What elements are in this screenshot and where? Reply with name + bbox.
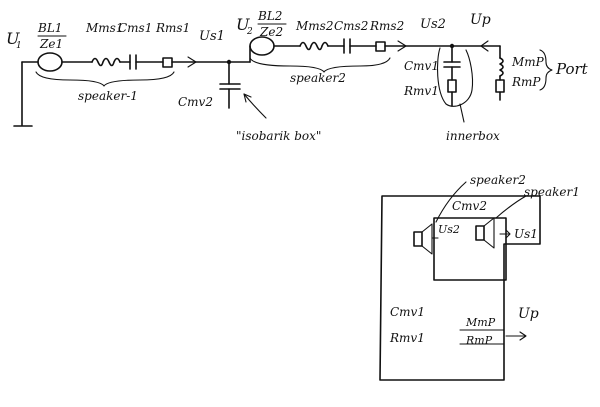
speaker1-driver: [475, 225, 485, 241]
pointer-speaker1: [495, 195, 527, 219]
box-label-cmv2: Cmv2: [452, 199, 487, 213]
speaker2-brace: [249, 57, 391, 73]
box-label-cmv1: Cmv1: [390, 305, 425, 319]
label-rms2: Rms2: [369, 19, 404, 33]
innerbox-pointer: [459, 103, 465, 123]
label-ratio2-num: BL2: [257, 9, 282, 23]
arrow-us2: [397, 40, 407, 52]
box-label-speaker2: speaker2: [470, 173, 526, 187]
inductor-mms2: [299, 41, 329, 51]
speaker2-cone: [421, 223, 433, 255]
box-label-up: Up: [518, 306, 539, 322]
inductor-mmp: [499, 57, 504, 77]
box-sketch: speaker2 speaker1 Cmv2 Us2 Us1 Cmv1 Rmv1…: [379, 173, 580, 381]
arrow-up: [480, 40, 489, 52]
pointer-speaker2: [435, 181, 467, 223]
label-isobarik: "isobarik box": [236, 129, 321, 143]
label-u2-sub: 2: [246, 27, 253, 37]
box-label-rmv1: Rmv1: [389, 331, 425, 345]
isobarik-pointer: [243, 93, 267, 119]
label-rmv1: Rmv1: [403, 84, 439, 98]
source-u2: [249, 36, 275, 56]
capacitor-cms1: [129, 54, 137, 70]
speaker1-brace: [35, 71, 175, 87]
innerbox-bracket: [436, 47, 474, 107]
label-us1: Us1: [199, 29, 225, 44]
capacitor-cmv2: [219, 83, 241, 90]
label-cms2: Cms2: [334, 19, 368, 33]
box-label-speaker1: speaker1: [524, 185, 580, 199]
arrow-us1-box: [499, 229, 511, 239]
resistor-rms1: [162, 57, 173, 68]
box-label-us1: Us1: [514, 227, 538, 241]
label-rmp: RmP: [511, 75, 541, 89]
label-mms2: Mms2: [295, 19, 333, 33]
label-u1: U: [6, 29, 20, 48]
label-mms1: Mms1: [85, 21, 123, 35]
label-u2: U: [236, 15, 250, 34]
label-mmp: MmP: [511, 55, 545, 69]
speaker2-driver: [413, 231, 423, 247]
label-us2: Us2: [420, 17, 446, 32]
arrow-us1: [187, 56, 197, 68]
label-cms1: Cms1: [118, 21, 152, 35]
main-circuit: U 1 BL1 Ze1 Mms1 Cms1 Rms1 Us1 U 2 BL2 Z…: [6, 9, 589, 143]
label-innerbox: innerbox: [446, 129, 500, 143]
label-ratio1-num: BL1: [37, 21, 62, 35]
label-ratio1-den: Ze1: [39, 37, 63, 51]
label-rms1: Rms1: [155, 21, 190, 35]
box-label-rmp: RmP: [465, 334, 493, 347]
box-label-us2: Us2: [438, 223, 460, 236]
label-up: Up: [470, 12, 491, 28]
resistor-rmv1: [447, 79, 457, 93]
outer-box: [379, 195, 541, 381]
label-port: Port: [555, 60, 589, 78]
arrow-box-up: [505, 331, 527, 341]
label-cmv2: Cmv2: [178, 95, 213, 109]
label-u1-sub: 1: [16, 41, 22, 51]
inner-box: [433, 217, 507, 281]
resistor-rmp: [495, 79, 505, 93]
label-speaker1: speaker-1: [78, 89, 138, 103]
isobarik-arrowhead: [243, 93, 252, 103]
label-ratio2-den: Ze2: [259, 25, 283, 39]
speaker1-cone: [483, 217, 495, 249]
inductor-mms1: [91, 57, 121, 67]
source-u1: [37, 52, 63, 72]
label-speaker2: speaker2: [290, 71, 346, 85]
box-label-mmp: MmP: [465, 316, 496, 329]
resistor-rms2: [375, 41, 386, 52]
port-tube: [459, 329, 505, 345]
port-brace: [539, 49, 553, 91]
label-cmv1: Cmv1: [404, 59, 439, 73]
capacitor-cms2: [343, 38, 351, 54]
